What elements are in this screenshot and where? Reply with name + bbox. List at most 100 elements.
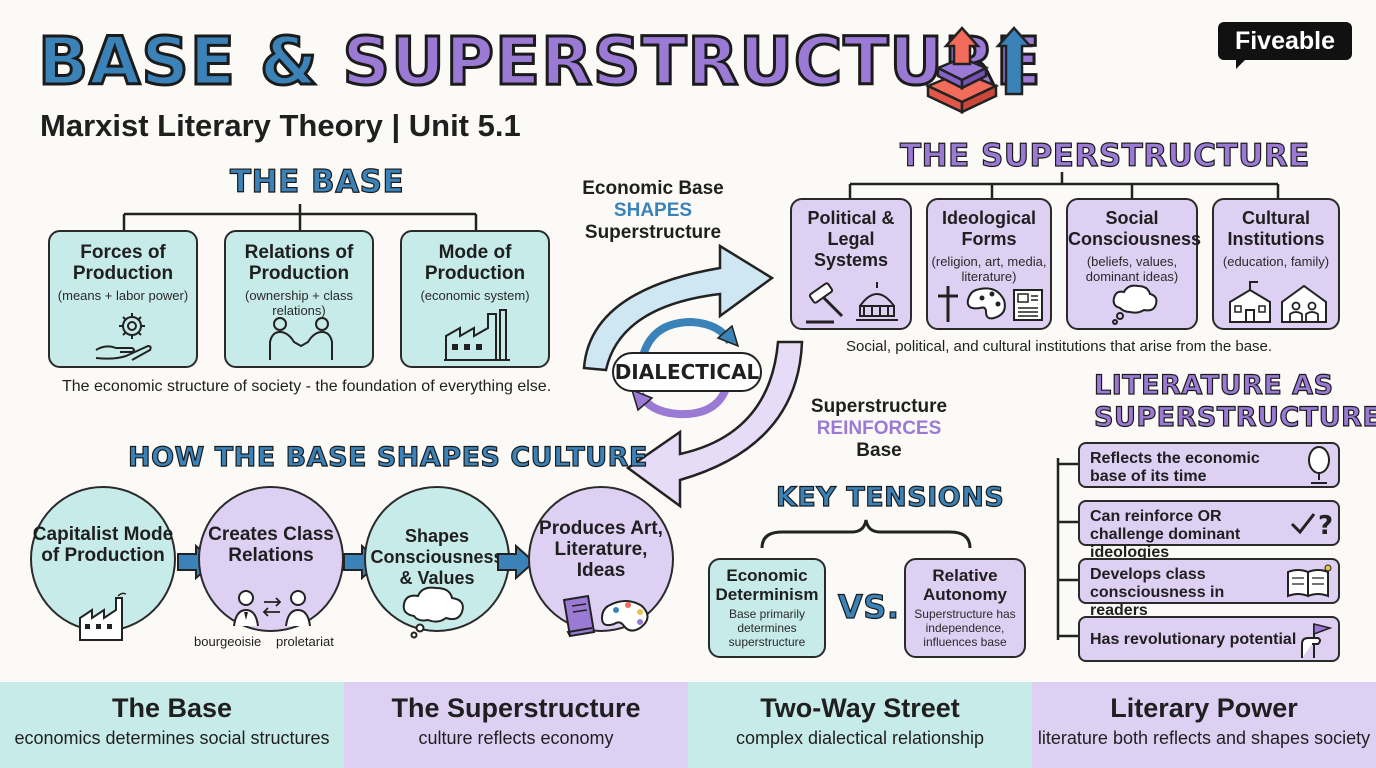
box-title: Relative Autonomy xyxy=(922,566,1008,604)
box-subtitle: Base primarily determines superstructure xyxy=(728,607,806,649)
literature-item-challenge: Can reinforce OR challenge dominant ideo… xyxy=(1078,500,1340,561)
superstructure-section-title: THE SUPERSTRUCTURE xyxy=(899,137,1310,174)
box-subtitle: (religion, art, media, literature) xyxy=(931,254,1047,284)
item-text: Can reinforce OR challenge dominant ideo… xyxy=(1090,508,1241,561)
box-title: Relations of Production xyxy=(244,242,354,284)
culture-step-class: Creates Class Relations xyxy=(198,486,344,632)
title-part-base: BASE & xyxy=(37,22,320,102)
handshake-icon xyxy=(269,317,333,360)
box-subtitle: (means + labor power) xyxy=(57,288,189,303)
footer-card-base: The Base economics determines social str… xyxy=(0,682,344,768)
logo-text: Fiveable xyxy=(1234,27,1336,55)
super-box-political: Political & Legal Systems xyxy=(790,198,912,330)
vs-label: VS. xyxy=(837,587,900,626)
reinforces-arrow xyxy=(625,340,804,509)
step-title: Produces Art, Literature, Ideas xyxy=(539,518,663,581)
tensions-section-title: KEY TENSIONS xyxy=(775,481,1005,513)
tension-determinism: Economic Determinism Base primarily dete… xyxy=(708,558,826,658)
footer-subtitle: literature both reflects and shapes soci… xyxy=(1037,728,1371,748)
step-title: Shapes Consciousness & Values xyxy=(370,526,504,588)
step-title: Creates Class Relations xyxy=(208,524,334,566)
bourgeoisie-label: bourgeoisie xyxy=(194,634,262,649)
box-title: Political & Legal Systems xyxy=(807,208,895,270)
footer-title: The Base xyxy=(111,693,233,723)
super-box-cultural: Cultural Institutions (education, family… xyxy=(1212,198,1340,330)
literature-item-consciousness: Develops class consciousness in readers xyxy=(1078,558,1340,619)
literature-connector xyxy=(1056,458,1080,640)
literature-item-revolutionary: Has revolutionary potential xyxy=(1078,616,1340,662)
literature-title-line2: SUPERSTRUCTURE xyxy=(1093,401,1376,433)
box-title: Economic Determinism xyxy=(715,566,819,604)
superstructure-caption: Social, political, and cultural institut… xyxy=(846,338,1273,355)
footer-title: Two-Way Street xyxy=(760,693,960,723)
cross-palette-newspaper-icon xyxy=(938,286,1043,322)
culture-step-produces: Produces Art, Literature, Ideas xyxy=(528,486,674,632)
base-tree-connector xyxy=(122,204,478,232)
shapes-label: Economic Base SHAPES Superstructure xyxy=(568,178,738,244)
book-palette-icon xyxy=(562,594,649,638)
superstructure-tree-connector xyxy=(848,172,1280,202)
box-title: Mode of Production xyxy=(424,242,526,284)
gavel-capitol-icon xyxy=(806,282,898,324)
box-subtitle: (education, family) xyxy=(1222,254,1330,269)
thought-cloud-icon xyxy=(1112,284,1158,325)
shapes-arrow xyxy=(582,243,775,372)
item-text: Reflects the economic base of its time xyxy=(1090,450,1260,485)
fiveable-logo: Fiveable xyxy=(1218,22,1352,69)
svg-text:?: ? xyxy=(1318,511,1333,540)
tension-autonomy: Relative Autonomy Superstructure has ind… xyxy=(904,558,1026,658)
factory-icon xyxy=(444,309,510,361)
base-box-forces: Forces of Production (means + labor powe… xyxy=(48,230,198,368)
shapes-line2: SHAPES xyxy=(613,200,693,221)
literature-item-reflects: Reflects the economic base of its time xyxy=(1078,442,1340,488)
base-box-mode: Mode of Production (economic system) xyxy=(400,230,550,368)
step-title: Capitalist Mode of Production xyxy=(32,524,174,566)
reinforces-line2: REINFORCES xyxy=(816,418,942,439)
fist-flag-icon xyxy=(1301,623,1333,658)
title-part-superstructure: SUPERSTRUCTURE xyxy=(341,22,1042,102)
item-text: Develops class consciousness in readers xyxy=(1090,566,1225,619)
footer-subtitle: complex dialectical relationship xyxy=(735,728,985,748)
literature-title-line1: LITERATURE AS xyxy=(1093,369,1334,401)
literature-section-title: LITERATURE AS SUPERSTRUCTURE xyxy=(1093,369,1376,434)
footer-title: The Superstructure xyxy=(391,693,641,723)
factory-icon xyxy=(79,592,127,641)
reinforces-line3: Base xyxy=(856,440,902,461)
reader-book-icon xyxy=(1287,564,1332,598)
footer-card-superstructure: The Superstructure culture reflects econ… xyxy=(344,682,688,768)
box-title: Social Consciousness xyxy=(1068,208,1202,249)
check-question-icon: ? xyxy=(1290,511,1333,540)
footer-card-literary: Literary Power literature both reflects … xyxy=(1032,682,1376,768)
class-people-icon xyxy=(233,590,311,627)
mirror-icon xyxy=(1308,446,1330,484)
base-box-relations: Relations of Production (ownership + cla… xyxy=(224,230,374,368)
page-subtitle: Marxist Literary Theory | Unit 5.1 xyxy=(40,108,521,143)
layered-pyramid-arrow-icon xyxy=(924,26,1033,114)
footer-card-two-way: Two-Way Street complex dialectical relat… xyxy=(688,682,1032,768)
footer-title: Literary Power xyxy=(1110,693,1298,723)
culture-section-title: HOW THE BASE SHAPES CULTURE xyxy=(127,441,648,473)
proletariat-label: proletariat xyxy=(276,634,334,649)
box-title: Cultural Institutions xyxy=(1227,208,1325,249)
culture-step-consciousness: Shapes Consciousness & Values xyxy=(364,486,510,632)
shapes-line1: Economic Base xyxy=(582,178,724,199)
super-box-social: Social Consciousness (beliefs, values, d… xyxy=(1066,198,1202,330)
hand-gear-icon xyxy=(95,313,152,361)
footer-subtitle: economics determines social structures xyxy=(14,728,330,748)
tensions-brace xyxy=(760,519,972,549)
page-title: BASE & SUPERSTRUCTURE xyxy=(37,22,1043,102)
dialectical-cycle-arrows xyxy=(630,317,740,419)
reinforces-line1: Superstructure xyxy=(810,396,948,417)
flow-arrow-3 xyxy=(497,544,536,580)
box-subtitle: (ownership + class relations) xyxy=(244,288,354,318)
item-text: Has revolutionary potential xyxy=(1090,631,1297,648)
box-title: Forces of Production xyxy=(72,242,174,284)
reinforces-label: Superstructure REINFORCES Base xyxy=(796,396,962,462)
culture-step-capitalist: Capitalist Mode of Production xyxy=(30,486,176,632)
dialectical-badge: DIALECTICAL xyxy=(612,352,762,392)
box-subtitle: (beliefs, values, dominant ideas) xyxy=(1085,254,1179,284)
box-title: Ideological Forms xyxy=(941,208,1037,249)
thought-cloud-icon xyxy=(402,586,464,639)
school-family-icon xyxy=(1229,281,1327,323)
base-caption: The economic structure of society - the … xyxy=(62,378,552,395)
